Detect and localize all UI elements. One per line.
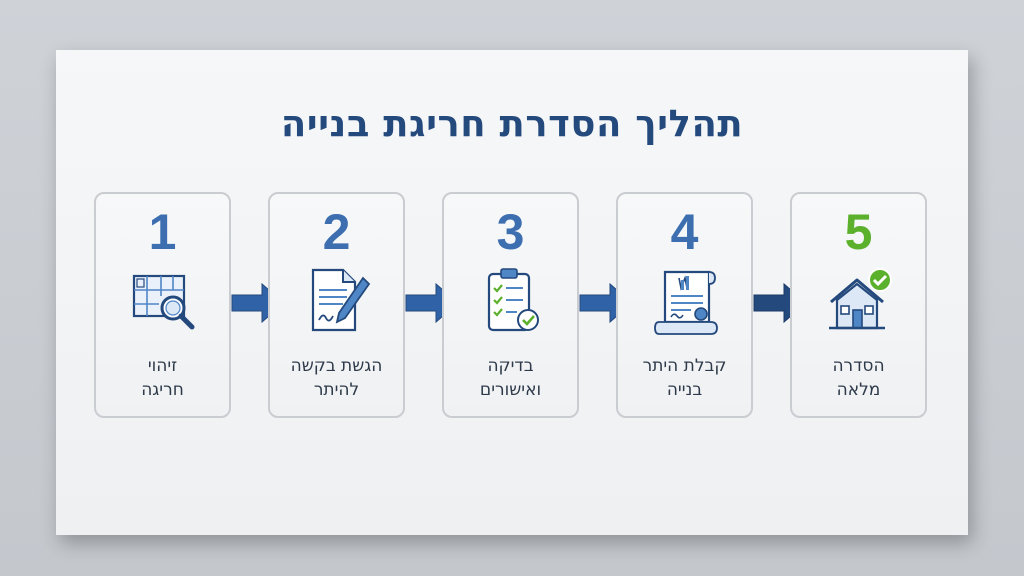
step-label-line2: מלאה bbox=[836, 380, 881, 400]
step-label-line1: בדיקה bbox=[487, 356, 534, 376]
page-title: תהליך הסדרת חריגת בנייה bbox=[280, 102, 744, 145]
step-label-line2: ואישורים bbox=[479, 380, 542, 400]
step-5: 5 הסדרה מלאה bbox=[790, 192, 927, 418]
step-4: 4 קבלת היתר בנייה bbox=[616, 192, 753, 418]
step-label-line2: חריגה bbox=[141, 380, 184, 400]
house-check-icon bbox=[829, 268, 892, 330]
step-label-line1: קבלת היתר bbox=[642, 356, 727, 376]
process-card: תהליך הסדרת חריגת בנייה 1 זיהוי חריגה 2 bbox=[56, 50, 968, 535]
step-number: 3 bbox=[496, 204, 525, 260]
step-label-line2: להיתר bbox=[313, 380, 360, 400]
step-label-line1: הסדרה bbox=[832, 356, 885, 376]
step-1: 1 זיהוי חריגה bbox=[94, 192, 231, 418]
step-number: 1 bbox=[148, 204, 177, 260]
step-label-line1: הגשת בקשה bbox=[290, 356, 383, 376]
step-number: 5 bbox=[844, 204, 873, 260]
step-label-line2: בנייה bbox=[666, 380, 703, 400]
step-3: 3 בדיקה ואישורים bbox=[442, 192, 579, 418]
clipboard-checklist-icon bbox=[487, 268, 539, 332]
step-number: 4 bbox=[670, 204, 699, 260]
step-label-line1: זיהוי bbox=[147, 356, 178, 376]
step-2: 2 הגשת בקשה להיתר bbox=[268, 192, 405, 418]
permit-scroll-icon bbox=[654, 270, 718, 335]
step-number: 2 bbox=[322, 204, 351, 260]
blueprint-magnifier-icon bbox=[132, 274, 195, 330]
document-pen-icon bbox=[311, 268, 371, 332]
